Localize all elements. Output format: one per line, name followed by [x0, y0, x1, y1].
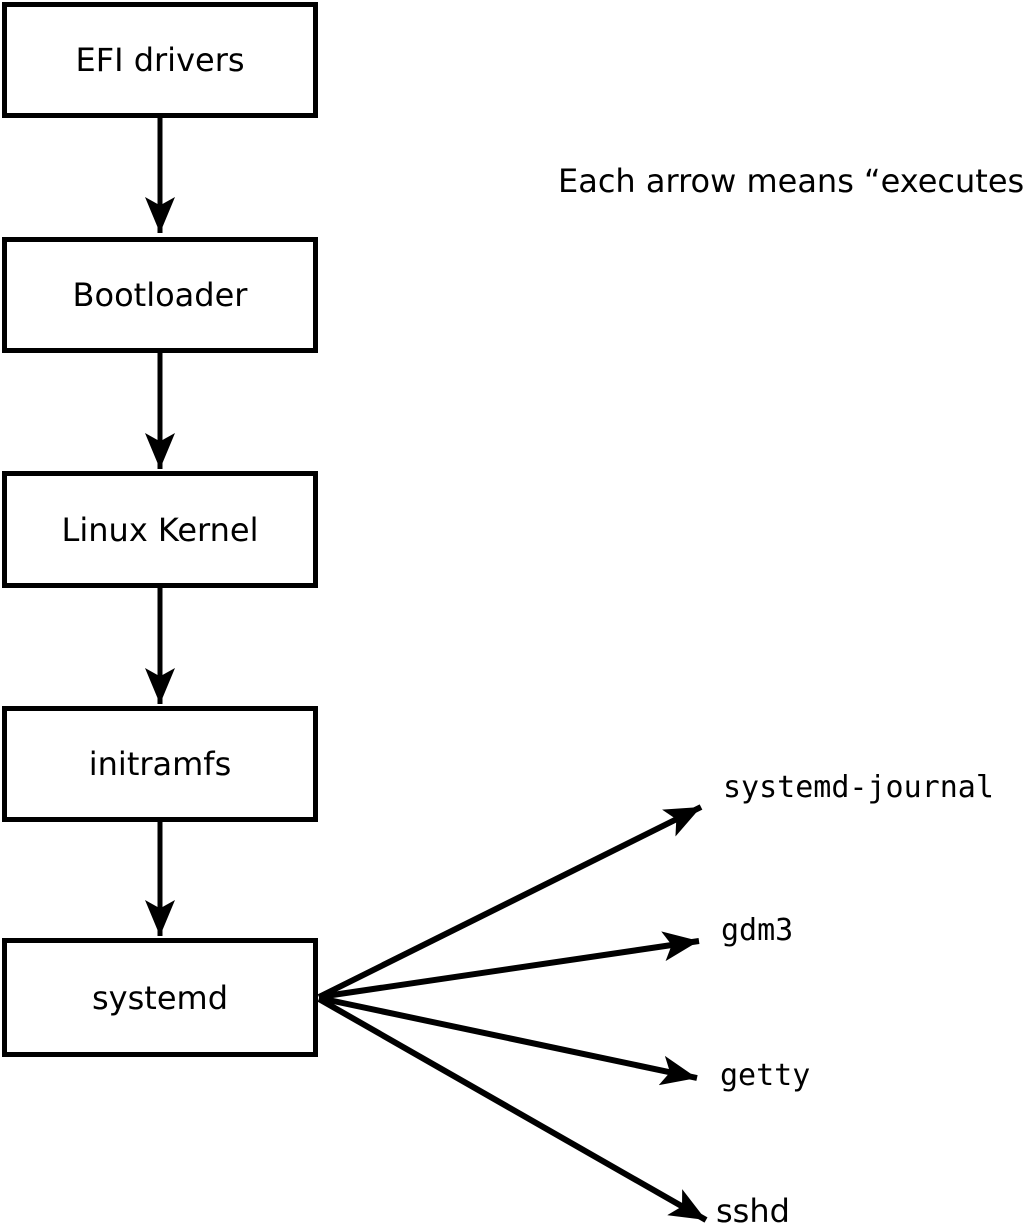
box-linux-kernel: Linux Kernel: [2, 471, 318, 588]
box-efi-drivers-label: EFI drivers: [75, 41, 245, 79]
box-systemd-label: systemd: [92, 978, 228, 1017]
box-initramfs-label: initramfs: [88, 745, 232, 783]
arrow-systemd-to-systemd-journal: [317, 804, 703, 1000]
arrow-systemd-to-gdm3: [318, 931, 700, 1000]
box-linux-kernel-label: Linux Kernel: [61, 510, 259, 549]
arrow-systemd-to-getty: [318, 995, 698, 1086]
box-bootloader-label: Bootloader: [72, 276, 248, 314]
legend-note: Each arrow means “executes”.: [558, 162, 1023, 200]
label-systemd-journal: systemd-journal: [723, 770, 994, 805]
box-efi-drivers: EFI drivers: [2, 2, 318, 118]
label-sshd: sshd: [716, 1192, 790, 1230]
label-gdm3: gdm3: [721, 913, 794, 948]
box-initramfs: initramfs: [2, 706, 318, 822]
label-getty: getty: [720, 1058, 811, 1093]
box-systemd: systemd: [2, 938, 318, 1057]
arrow-systemd-to-sshd: [317, 996, 708, 1223]
box-bootloader: Bootloader: [2, 237, 318, 353]
